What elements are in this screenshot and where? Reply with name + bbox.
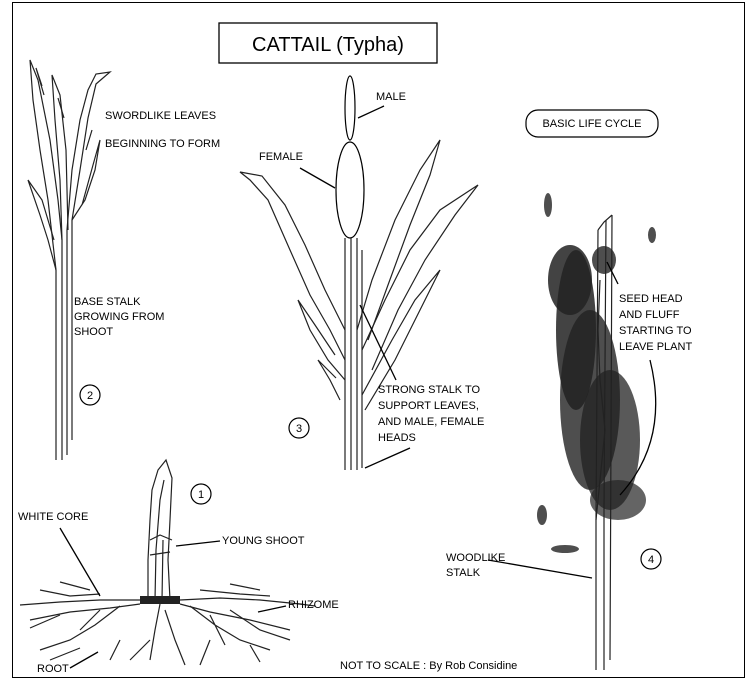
label-wood-2: STALK: [446, 567, 481, 579]
label-seed-2: AND FLUFF: [619, 309, 680, 321]
label-strong-3: AND MALE, FEMALE: [378, 416, 484, 428]
svg-text:4: 4: [648, 554, 654, 566]
label-rhizome: RHIZOME: [288, 599, 339, 611]
label-strong-4: HEADS: [378, 432, 416, 444]
seed-head-fluff: [537, 193, 656, 553]
label-seed-3: STARTING TO: [619, 325, 692, 337]
wood-pointer: [488, 560, 592, 578]
stage-1-plant: [20, 460, 315, 665]
label-base-3: SHOOT: [74, 326, 113, 338]
label-young-shoot: YOUNG SHOOT: [222, 535, 305, 547]
cycle-badge: BASIC LIFE CYCLE: [542, 118, 641, 130]
label-male: MALE: [376, 91, 406, 103]
label-female: FEMALE: [259, 151, 303, 163]
svg-text:3: 3: [296, 423, 302, 435]
label-base-1: BASE STALK: [74, 296, 141, 308]
footer-credit: NOT TO SCALE : By Rob Considine: [340, 660, 517, 672]
rhizome-pointer: [258, 606, 286, 612]
label-root: ROOT: [37, 663, 69, 675]
label-swordlike-2: BEGINNING TO FORM: [105, 138, 220, 150]
label-strong-1: STRONG STALK TO: [378, 384, 481, 396]
label-seed-1: SEED HEAD: [619, 293, 683, 305]
label-strong-2: SUPPORT LEAVES,: [378, 400, 479, 412]
male-spike: [345, 76, 355, 140]
white-core-pointer: [60, 528, 100, 596]
label-swordlike-1: SWORDLIKE LEAVES: [105, 110, 216, 122]
title: CATTAIL (Typha): [252, 34, 404, 56]
male-pointer: [358, 106, 384, 118]
label-white-core: WHITE CORE: [18, 511, 88, 523]
strong-pointer-down: [365, 448, 410, 468]
female-spike: [336, 142, 364, 238]
stage-4-marker: 4: [641, 549, 661, 569]
root-pointer: [70, 652, 98, 668]
svg-text:1: 1: [198, 489, 204, 501]
label-seed-4: LEAVE PLANT: [619, 341, 692, 353]
stage-2-marker: 2: [80, 385, 100, 405]
young-shoot-pointer: [176, 541, 220, 546]
stage-4-plant: [537, 193, 656, 670]
label-wood-1: WOODLIKE: [446, 552, 505, 564]
svg-text:2: 2: [87, 390, 93, 402]
stage-3-marker: 3: [289, 418, 309, 438]
stage-1-marker: 1: [191, 484, 211, 504]
female-pointer: [300, 168, 335, 188]
label-base-2: GROWING FROM: [74, 311, 164, 323]
